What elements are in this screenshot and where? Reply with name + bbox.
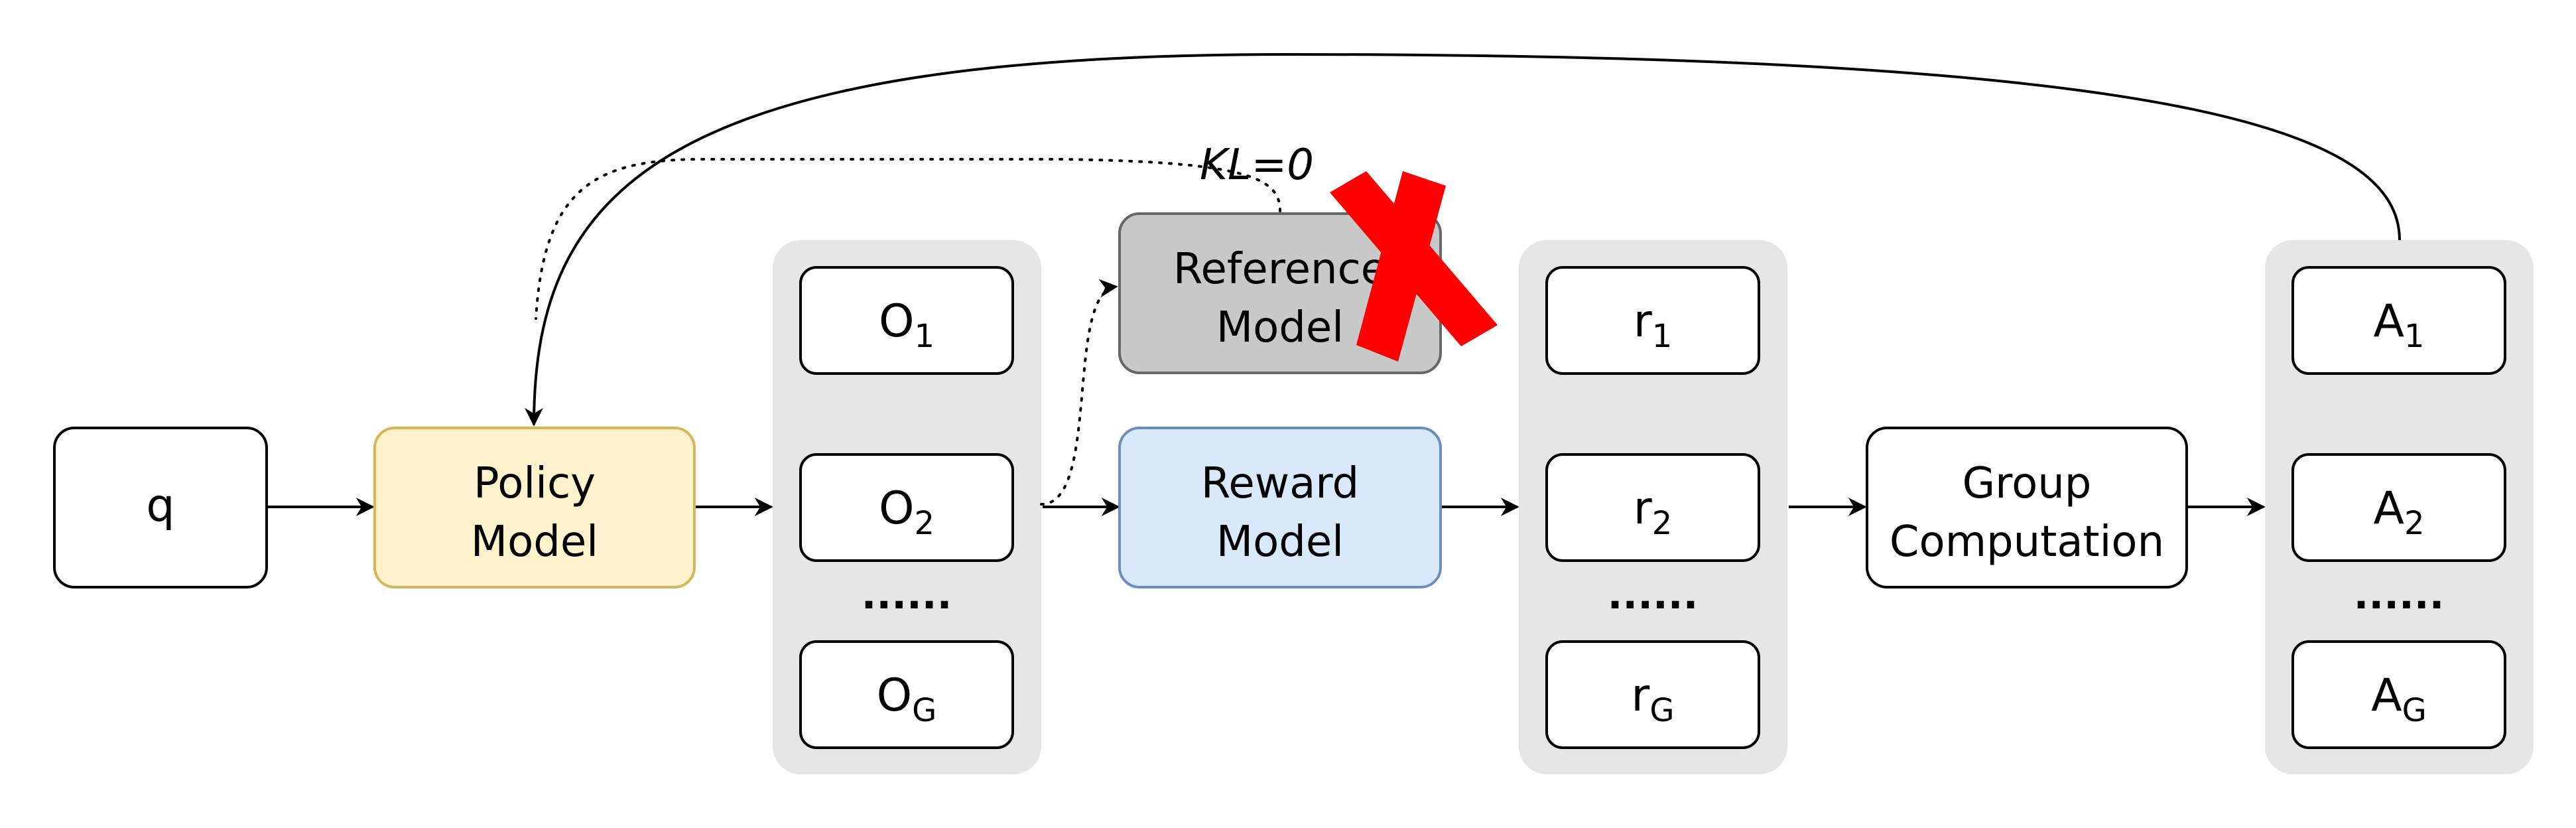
output-to-reference-dotted-arrow xyxy=(1040,279,1118,506)
svg-text:A1: A1 xyxy=(2373,295,2424,355)
svg-text:r1: r1 xyxy=(1634,295,1673,355)
kl-dotted-link xyxy=(535,158,1281,320)
kl-label: KL=0 xyxy=(1200,141,1314,190)
reward-model-label-line2: Model xyxy=(1216,518,1344,567)
policy-model-label-line1: Policy xyxy=(474,459,596,508)
rewards-ellipsis: ...... xyxy=(1608,572,1699,618)
svg-text:A2: A2 xyxy=(2373,482,2424,542)
policy-model-node: Policy Model xyxy=(373,427,696,588)
output-o2: O2 xyxy=(799,453,1014,562)
group-computation-label-line1: Group xyxy=(1963,459,2092,508)
outputs-ellipsis: ...... xyxy=(862,572,952,618)
q-node: q xyxy=(53,427,268,588)
output-og: OG xyxy=(799,640,1014,749)
reward-rg: rG xyxy=(1545,640,1760,749)
advantage-feedback-arrow xyxy=(525,52,2401,427)
advantage-ag: AG xyxy=(2291,640,2506,749)
svg-text:r2: r2 xyxy=(1634,482,1673,542)
reward-model-node: Reward Model xyxy=(1118,427,1442,588)
advantage-a1: A1 xyxy=(2291,266,2506,375)
q-label: q xyxy=(146,480,174,532)
advantage-a2: A2 xyxy=(2291,453,2506,562)
reward-r1: r1 xyxy=(1545,266,1760,375)
reward-r2: r2 xyxy=(1545,453,1760,562)
advantages-ellipsis: ...... xyxy=(2354,572,2445,618)
svg-text:O2: O2 xyxy=(879,482,934,542)
group-computation-label-line2: Computation xyxy=(1890,518,2164,567)
reward-model-label-line1: Reward xyxy=(1201,459,1359,508)
group-computation-node: Group Computation xyxy=(1866,427,2188,588)
svg-text:rG: rG xyxy=(1631,669,1674,729)
policy-model-label-line2: Model xyxy=(471,518,598,567)
svg-text:O1: O1 xyxy=(879,295,934,355)
output-o1: O1 xyxy=(799,266,1014,375)
svg-text:OG: OG xyxy=(877,669,937,729)
cross-icon xyxy=(1330,171,1498,362)
reference-model-label-line2: Model xyxy=(1216,303,1344,352)
reference-model-label-line1: Reference xyxy=(1173,245,1387,294)
svg-text:AG: AG xyxy=(2371,669,2427,729)
